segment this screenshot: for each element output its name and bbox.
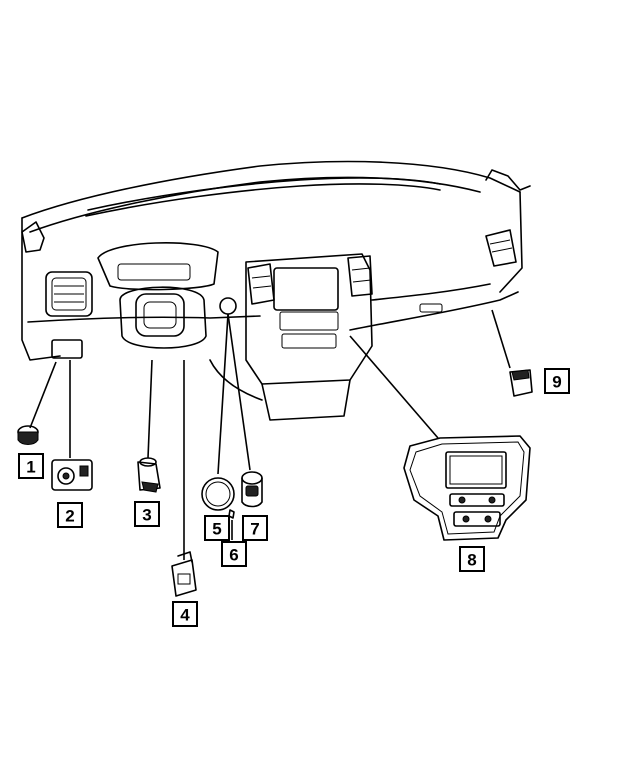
part-6-clip — [228, 509, 235, 519]
callout-1: 1 — [18, 453, 44, 479]
leader-lines — [29, 309, 511, 560]
callout-9: 9 — [544, 368, 570, 394]
callout-label: 1 — [26, 458, 35, 477]
callout-label: 8 — [467, 551, 476, 570]
callout-3: 3 — [134, 501, 160, 527]
part-8-bezel — [403, 435, 531, 541]
callout-label: 9 — [552, 373, 561, 392]
callout-label: 4 — [180, 606, 190, 625]
callout-label: 6 — [229, 546, 238, 565]
callout-6: 6 — [221, 541, 247, 567]
callout-label: 2 — [65, 507, 74, 526]
part-3-ignition-switch — [137, 457, 161, 493]
part-2-headlamp-switch — [51, 459, 93, 491]
part-5-ring — [201, 477, 235, 511]
part-4-switch-assembly — [171, 551, 197, 597]
callout-8: 8 — [459, 546, 485, 572]
callout-7: 7 — [242, 515, 268, 541]
callout-label: 7 — [250, 520, 259, 539]
callout-2: 2 — [57, 502, 83, 528]
callout-4: 4 — [172, 601, 198, 627]
part-7-push-button — [241, 471, 263, 508]
part-9-switch — [509, 369, 533, 397]
callout-label: 3 — [142, 506, 151, 525]
part-1-knob — [17, 425, 39, 445]
callout-5: 5 — [204, 515, 230, 541]
callout-label: 5 — [212, 520, 221, 539]
instrument-panel — [21, 160, 531, 421]
